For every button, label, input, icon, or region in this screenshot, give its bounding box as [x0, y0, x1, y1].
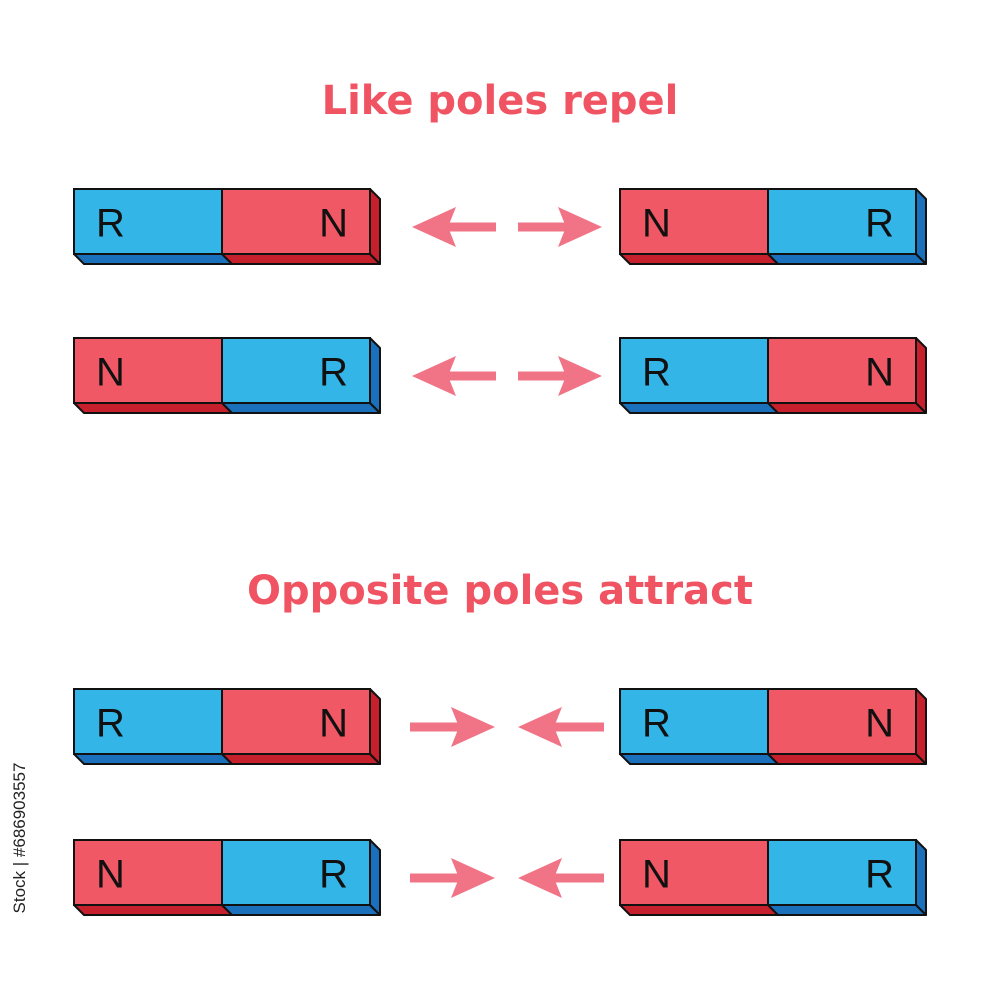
- south-pole: [767, 839, 917, 906]
- magnet-bottom-face: [221, 402, 381, 414]
- arrow-left-icon: [412, 207, 496, 247]
- north-pole: [221, 688, 371, 755]
- magnet-bottom-face: [73, 904, 233, 916]
- pole-label: N: [865, 702, 894, 746]
- arrow-right-icon: [410, 858, 495, 898]
- magnet-bottom-face: [767, 402, 927, 414]
- pole-label: N: [319, 202, 348, 246]
- magnet-side-face: [369, 839, 381, 916]
- pole-label: N: [96, 853, 125, 897]
- arrow-left-icon: [412, 356, 496, 396]
- watermark-id: Stock | #686903557: [10, 762, 29, 914]
- section-title-repel: Like poles repel: [321, 78, 679, 124]
- magnet-side-face: [915, 839, 927, 916]
- south-pole: [221, 839, 371, 906]
- pole-label: R: [319, 853, 348, 897]
- south-pole: [73, 188, 223, 255]
- arrow-left-icon: [518, 858, 604, 898]
- magnet-bottom-face: [767, 904, 927, 916]
- magnet-bottom-face: [767, 253, 927, 265]
- north-pole: [767, 337, 917, 404]
- magnet-bottom-face: [619, 402, 779, 414]
- magnet-bottom-face: [221, 904, 381, 916]
- magnet-side-face: [915, 188, 927, 265]
- magnet-bottom-face: [221, 753, 381, 765]
- arrow-right-icon: [518, 356, 602, 396]
- magnet-bottom-face: [73, 402, 233, 414]
- arrow-right-icon: [518, 207, 602, 247]
- pole-label: R: [865, 202, 894, 246]
- section-title-attract: Opposite poles attract: [247, 568, 753, 614]
- pole-label: R: [96, 702, 125, 746]
- south-pole: [221, 337, 371, 404]
- magnet-bottom-face: [221, 253, 381, 265]
- pole-label: R: [865, 853, 894, 897]
- south-pole: [73, 688, 223, 755]
- magnet-bottom-face: [619, 253, 779, 265]
- arrow-left-icon: [518, 707, 604, 747]
- magnet-bottom-face: [73, 753, 233, 765]
- north-pole: [619, 839, 769, 906]
- magnet-bottom-face: [619, 753, 779, 765]
- south-pole: [619, 337, 769, 404]
- south-pole: [767, 188, 917, 255]
- north-pole: [73, 839, 223, 906]
- pole-label: N: [96, 351, 125, 395]
- pole-label: R: [319, 351, 348, 395]
- north-pole: [767, 688, 917, 755]
- magnet-bottom-face: [73, 253, 233, 265]
- magnet-side-face: [369, 688, 381, 765]
- pole-label: N: [865, 351, 894, 395]
- pole-label: N: [642, 853, 671, 897]
- magnet-side-face: [915, 688, 927, 765]
- magnet-bottom-face: [767, 753, 927, 765]
- arrow-right-icon: [410, 707, 495, 747]
- pole-label: N: [642, 202, 671, 246]
- magnet-side-face: [915, 337, 927, 414]
- north-pole: [221, 188, 371, 255]
- pole-label: R: [642, 351, 671, 395]
- magnet-bottom-face: [619, 904, 779, 916]
- magnet-side-face: [369, 337, 381, 414]
- pole-label: R: [642, 702, 671, 746]
- pole-label: R: [96, 202, 125, 246]
- magnet-side-face: [369, 188, 381, 265]
- south-pole: [619, 688, 769, 755]
- pole-label: N: [319, 702, 348, 746]
